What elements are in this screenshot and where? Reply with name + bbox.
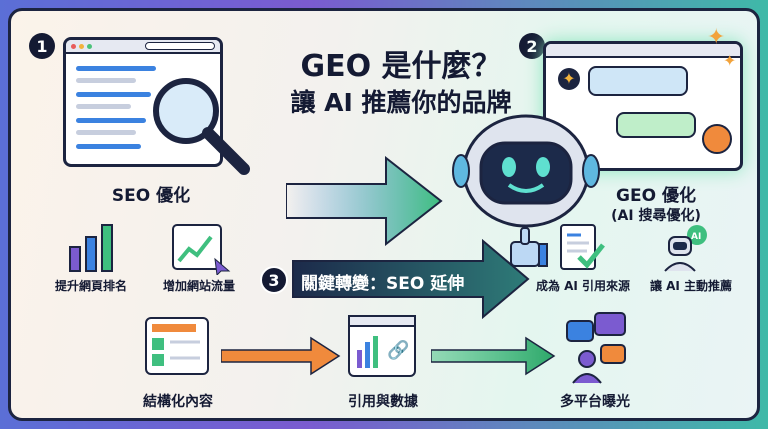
- chat-bubble: [616, 112, 696, 138]
- sparkle-avatar-icon: ✦: [558, 68, 580, 90]
- item-label: 增加網站流量: [162, 279, 236, 293]
- orange-arrow-icon: [221, 336, 341, 376]
- seo-heading: SEO 優化: [111, 186, 191, 206]
- sparkle-icon: ✦: [707, 25, 726, 50]
- item-label: 提升網頁排名: [54, 279, 128, 293]
- magnifier-icon: [153, 78, 250, 175]
- ai-chat-window: ✦: [543, 41, 743, 171]
- chat-bubble: [588, 66, 688, 96]
- bottom-label: 引用與數據: [348, 394, 418, 410]
- title-line2: 讓 AI 推薦你的品牌: [290, 88, 512, 117]
- badge-1: 1: [29, 33, 55, 59]
- data-link-icon: 🔗: [348, 315, 416, 377]
- bar-chart-icon: [69, 224, 113, 272]
- key-shift-arrow: [292, 239, 530, 319]
- user-avatar-icon: [702, 124, 732, 154]
- key-shift-label: 關鍵轉變：SEO 延伸: [301, 274, 465, 294]
- item-label: 成為 AI 引用來源: [535, 279, 631, 293]
- transition-arrow-icon: [286, 156, 443, 246]
- social-icon: [566, 312, 626, 384]
- title-line1: GEO 是什麼？: [300, 49, 502, 84]
- badge-3: 3: [260, 266, 288, 294]
- infographic-frame: GEO 是什麼？ 讓 AI 推薦你的品牌 1 SEO 優化 提升網頁排名 增加網…: [8, 8, 760, 421]
- thumbs-up-icon: [510, 227, 548, 267]
- item-label: 讓 AI 主動推薦: [649, 279, 733, 293]
- svg-text:🔗: 🔗: [387, 339, 409, 361]
- robot-mascot-icon: [452, 114, 600, 228]
- document-check-icon: [560, 224, 605, 270]
- badge-2: 2: [519, 33, 545, 59]
- bottom-label: 多平台曝光: [560, 394, 630, 410]
- green-arrow-icon: [431, 336, 556, 376]
- sparkle-icon: ✦: [723, 51, 737, 70]
- geo-subheading: (AI 搜尋優化): [611, 208, 701, 224]
- trend-up-icon: [172, 224, 231, 275]
- geo-heading: GEO 優化: [616, 186, 696, 206]
- svg-text:AI: AI: [691, 232, 701, 242]
- bottom-label: 結構化內容: [143, 394, 213, 410]
- structured-doc-icon: [145, 317, 209, 375]
- robot-icon: AI: [664, 225, 707, 272]
